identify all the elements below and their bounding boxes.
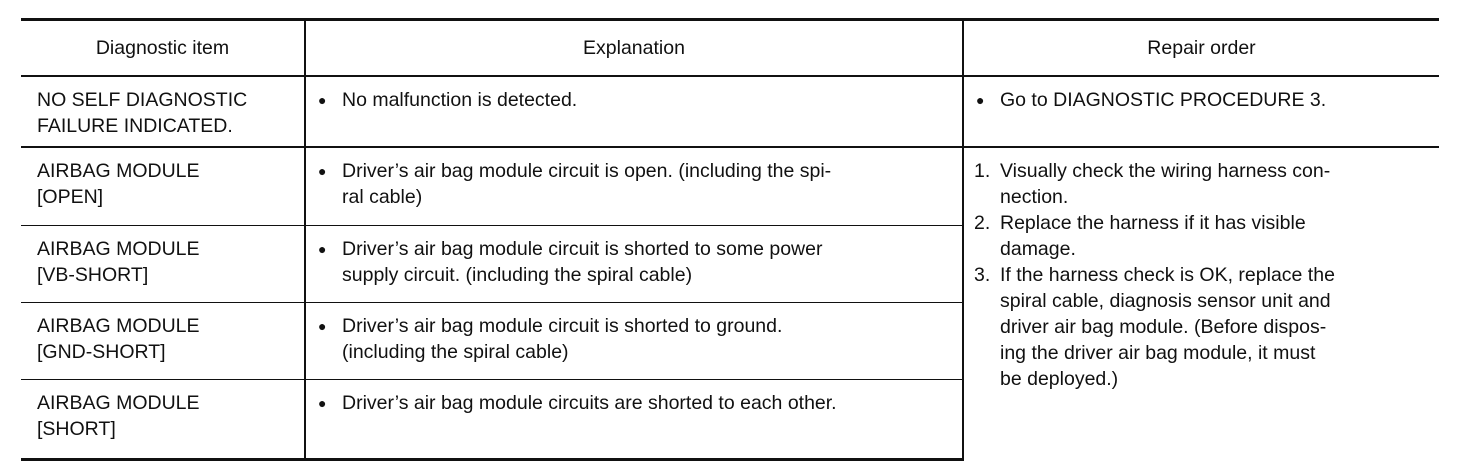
header-explanation: Explanation [304, 18, 963, 77]
item-line: [VB-SHORT] [37, 263, 149, 286]
table-row: AIRBAG MODULE [OPEN] ● Driver’s air bag m… [21, 146, 1439, 459]
item-line: AIRBAG MODULE [37, 160, 200, 182]
repair-order-cell: ● Go to DIAGNOSTIC PROCEDURE 3. [962, 76, 1439, 147]
explanation-text: ral cable) [342, 186, 423, 208]
explanation-text: supply circuit. (including the spiral ca… [342, 263, 693, 286]
table-row: AIRBAG MODULE [VB-SHORT] ● Driver’s air b… [21, 224, 1439, 302]
bullet-icon: ● [318, 394, 327, 411]
header-diagnostic-item: Diagnostic item [21, 18, 305, 77]
table-row: NO SELF DIAGNOSTIC FAILURE INDICATED. ● N… [21, 76, 1439, 147]
repair-steps-list: 1.Visually check the wiring harness con-… [974, 158, 1429, 392]
item-line: NO SELF DIAGNOSTIC [37, 89, 248, 111]
header-row: Diagnostic item Explanation Repair order [21, 18, 1439, 77]
explanation-text: No malfunction is detected. [342, 89, 578, 111]
explanation-cell: ● Driver’s air bag module circuits are sh… [304, 378, 963, 461]
item-line: AIRBAG MODULE [37, 237, 200, 260]
explanation-cell: ● No malfunction is detected. [304, 76, 963, 147]
table-row: AIRBAG MODULE [GND-SHORT] ● Driver’s air … [21, 301, 1439, 379]
bullet-icon: ● [976, 92, 985, 108]
explanation-cell: ● Driver’s air bag module circuit is open… [304, 146, 963, 225]
table-row: AIRBAG MODULE [SHORT] ● Driver’s air bag … [21, 378, 1439, 461]
item-line: AIRBAG MODULE [37, 314, 200, 337]
bullet-icon: ● [318, 163, 327, 179]
explanation-text: Driver’s air bag module circuit is open.… [342, 160, 832, 182]
item-line: [GND-SHORT] [37, 340, 166, 363]
diagnostic-item-cell: AIRBAG MODULE [VB-SHORT] [21, 224, 305, 302]
repair-text: Go to DIAGNOSTIC PROCEDURE 3. [1000, 89, 1327, 111]
bullet-icon: ● [318, 92, 327, 108]
item-line: [SHORT] [37, 417, 116, 440]
diagnostic-table: Diagnostic item Explanation Repair order… [21, 18, 1439, 461]
diagnostic-item-cell: AIRBAG MODULE [SHORT] [21, 378, 305, 461]
header-repair-order: Repair order [962, 18, 1439, 77]
diagnostic-item-cell: AIRBAG MODULE [OPEN] [21, 146, 305, 225]
item-line: AIRBAG MODULE [37, 391, 200, 414]
explanation-text: (including the spiral cable) [342, 340, 569, 363]
item-line: [OPEN] [37, 186, 104, 208]
repair-order-cell: 1.Visually check the wiring harness con-… [962, 146, 1439, 459]
repair-step: 3.If the harness check is OK, replace th… [974, 264, 1335, 390]
repair-step: 1.Visually check the wiring harness con-… [974, 160, 1331, 208]
diagnostic-item-cell: AIRBAG MODULE [GND-SHORT] [21, 301, 305, 379]
diagnostic-item-cell: NO SELF DIAGNOSTIC FAILURE INDICATED. [21, 76, 305, 147]
explanation-cell: ● Driver’s air bag module circuit is shor… [304, 301, 963, 379]
explanation-text: Driver’s air bag module circuits are sho… [342, 391, 837, 414]
explanation-text: Driver’s air bag module circuit is short… [342, 314, 783, 337]
item-line: FAILURE INDICATED. [37, 115, 233, 137]
explanation-cell: ● Driver’s air bag module circuit is shor… [304, 224, 963, 302]
bullet-icon: ● [318, 317, 327, 334]
explanation-text: Driver’s air bag module circuit is short… [342, 237, 823, 260]
bullet-icon: ● [318, 240, 327, 257]
